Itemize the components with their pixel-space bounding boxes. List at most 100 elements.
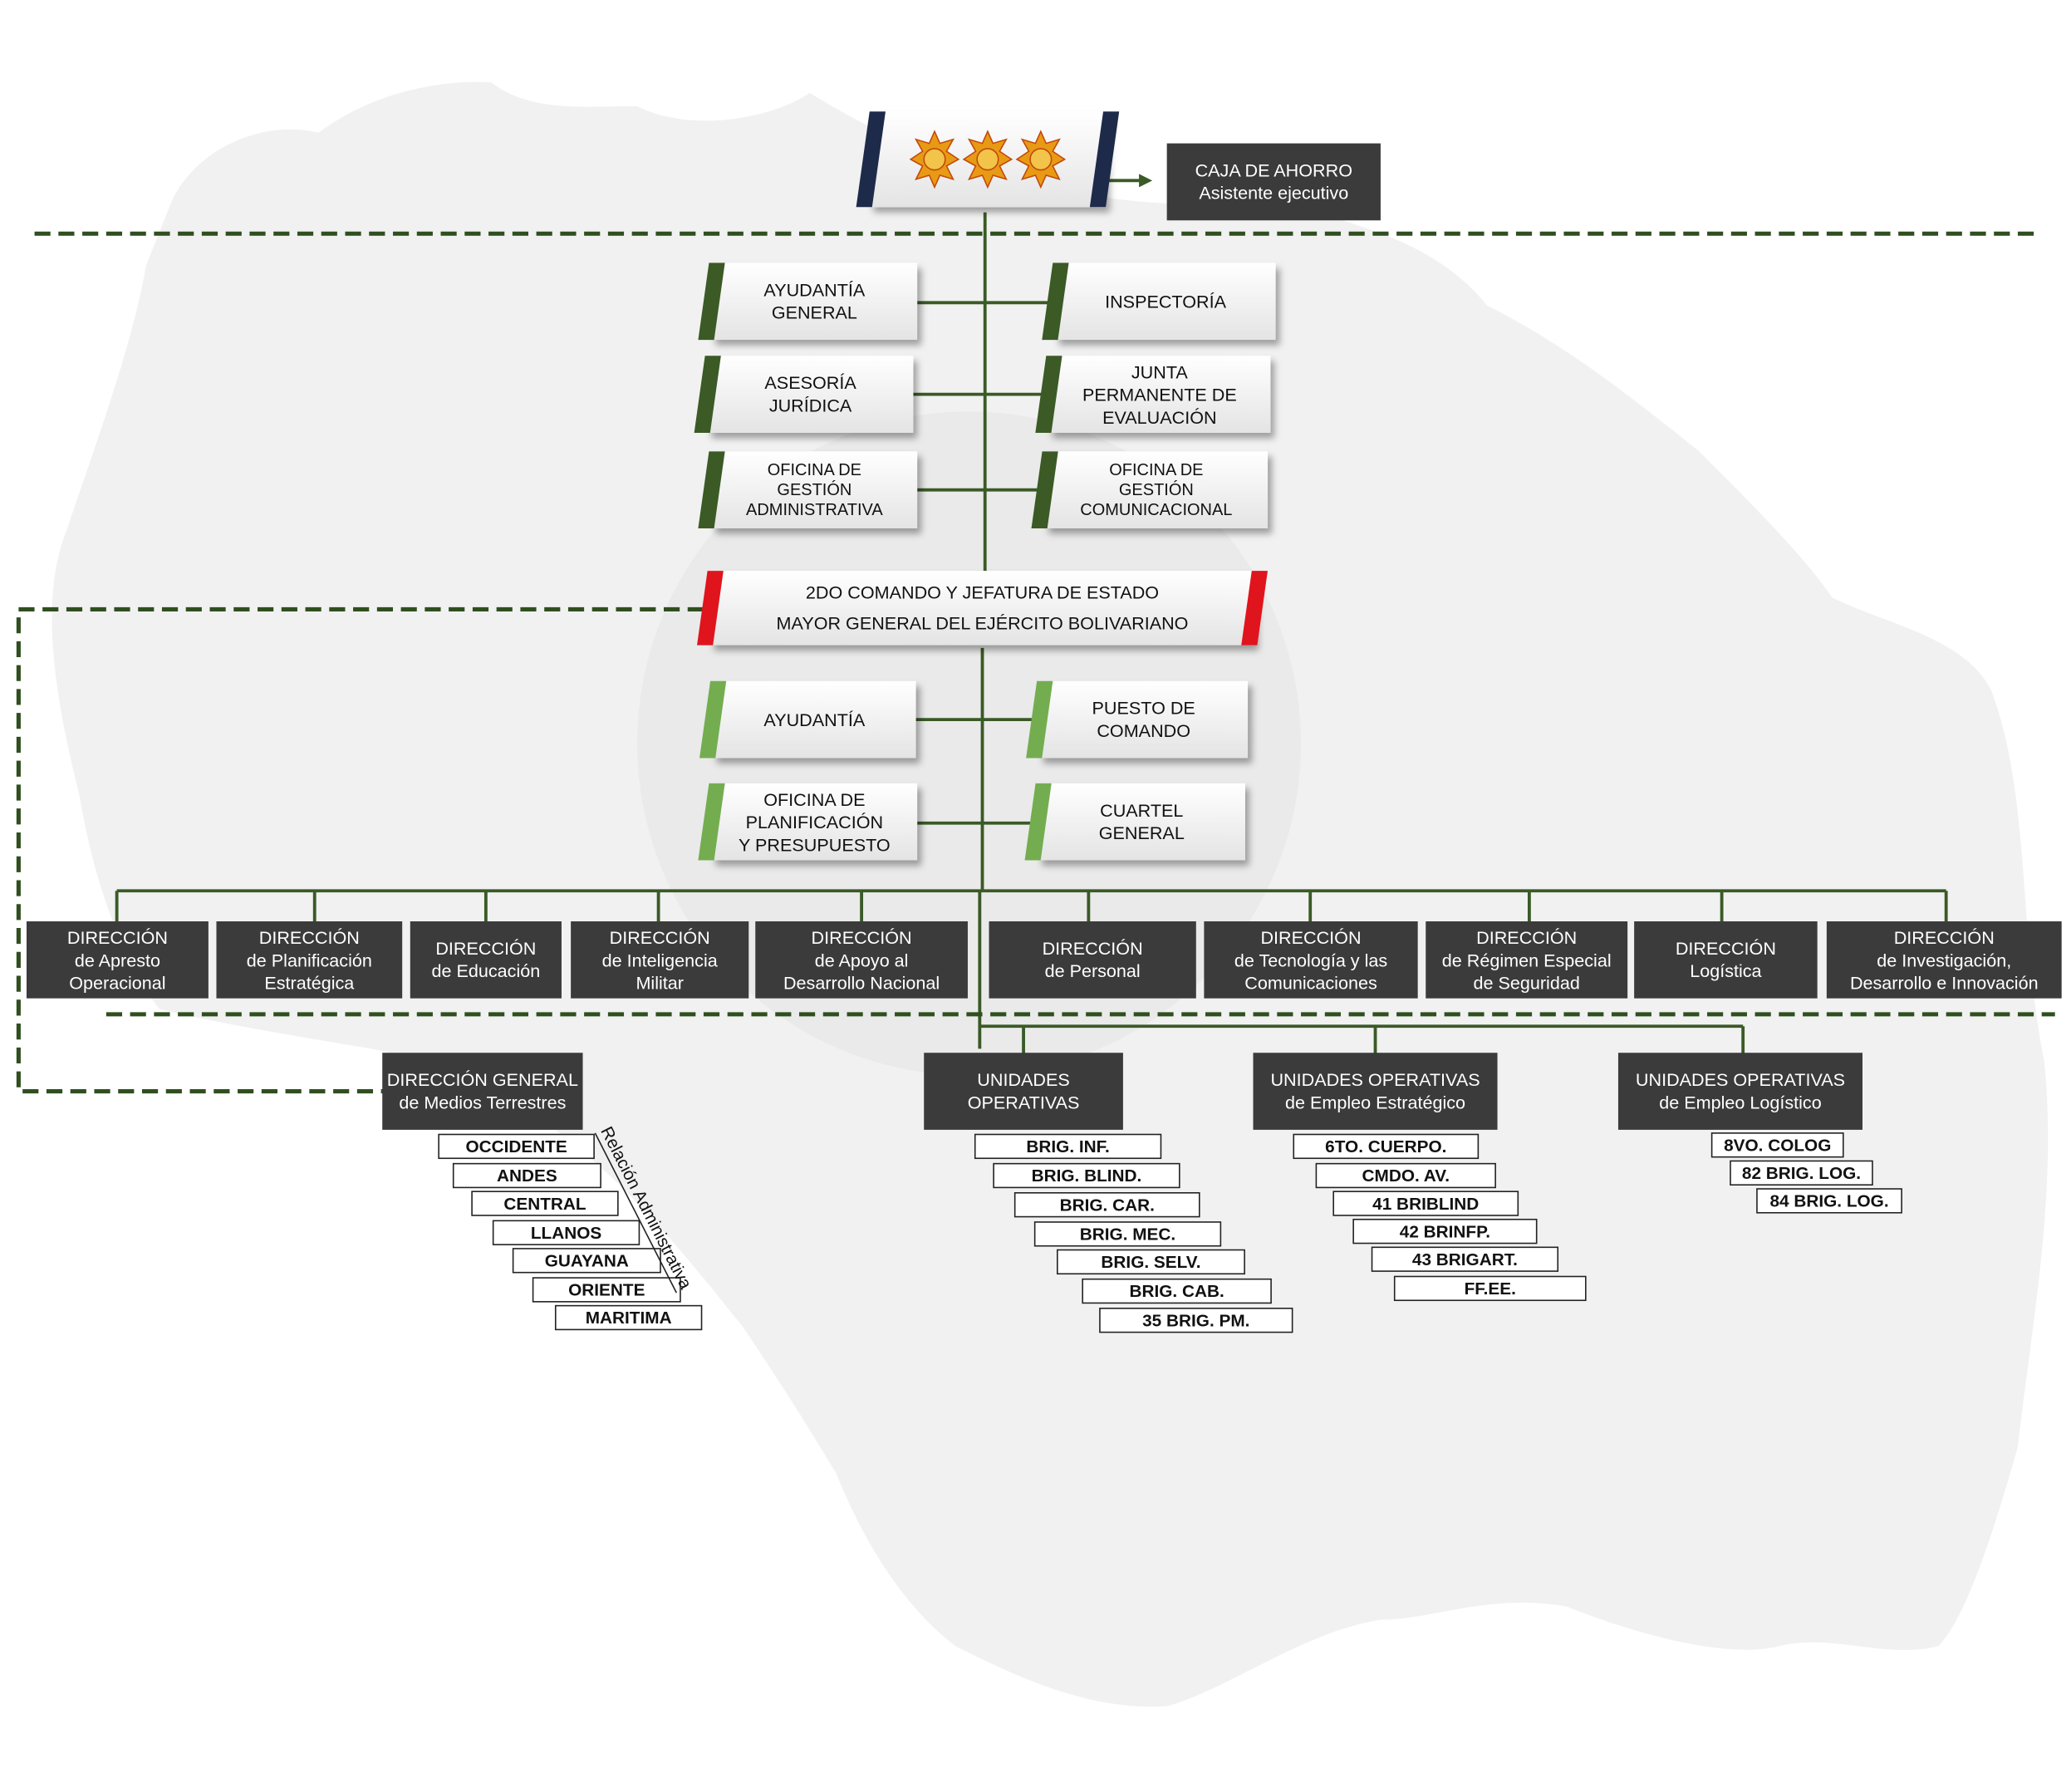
box-line: DIRECCIÓN	[1042, 938, 1143, 959]
box-line: de Apresto	[74, 950, 160, 970]
box-line: DIRECCIÓN GENERAL	[386, 1069, 578, 1090]
box-line: MAYOR GENERAL DEL EJÉRCITO BOLIVARIANO	[776, 613, 1189, 634]
box-line: ADMINISTRATIVA	[746, 499, 883, 519]
box-line: UNIDADES OPERATIVAS	[1270, 1069, 1480, 1090]
box-line: de Régimen Especial	[1441, 950, 1612, 970]
box-line: de Educación	[431, 960, 541, 981]
oficina-administrativa-box: OFICINA DE GESTIÓN ADMINISTRATIVA	[698, 451, 918, 529]
box-line: AYUDANTÍA	[763, 709, 866, 730]
box-line: DIRECCIÓN	[66, 927, 168, 948]
box-line: COMUNICACIONAL	[1080, 499, 1233, 519]
unidades-empleo-estrategico: UNIDADES OPERATIVAS de Empleo Estratégic…	[1253, 1053, 1498, 1130]
direccion-logistica: DIRECCIÓN Logística	[1634, 921, 1818, 999]
list-item: OCCIDENTE	[438, 1133, 595, 1160]
unidades-operativas: UNIDADES OPERATIVAS	[924, 1053, 1123, 1130]
inspectoria-box: INSPECTORÍA	[1042, 263, 1276, 341]
list-item: MARITIMA	[554, 1304, 703, 1331]
box-line: de Empleo Estratégico	[1284, 1092, 1466, 1113]
caja-ahorro-box: CAJA DE AHORRO Asistente ejecutivo	[1166, 143, 1381, 221]
direccion-tecnologia-comunicaciones: DIRECCIÓN de Tecnología y las Comunicaci…	[1204, 921, 1418, 999]
box-line: Estratégica	[264, 972, 355, 993]
box-line: PLANIFICACIÓN	[745, 812, 884, 832]
box-line: de Inteligencia	[601, 950, 718, 970]
box-line: COMANDO	[1097, 720, 1191, 741]
box-line: GESTIÓN	[777, 479, 852, 499]
box-line: DIRECCIÓN	[1260, 927, 1362, 948]
commander-card	[856, 111, 1120, 208]
junta-evaluacion-box: JUNTA PERMANENTE DE EVALUACIÓN	[1035, 356, 1271, 433]
box-line: 2DO COMANDO Y JEFATURA DE ESTADO	[805, 582, 1160, 603]
box-line: de Tecnología y las	[1234, 950, 1388, 970]
box-line: PERMANENTE DE	[1082, 384, 1237, 405]
puesto-comando-box: PUESTO DE COMANDO	[1026, 680, 1249, 759]
box-line: JUNTA	[1131, 361, 1188, 382]
box-line: Logística	[1690, 960, 1762, 981]
list-item: 84 BRIG. LOG.	[1756, 1188, 1902, 1214]
box-line: de Investigación,	[1877, 950, 2012, 970]
list-item: ANDES	[452, 1162, 601, 1189]
box-line: DIRECCIÓN	[609, 927, 710, 948]
box-line: UNIDADES	[977, 1069, 1070, 1090]
caja-line-2: Asistente ejecutivo	[1199, 183, 1349, 204]
box-line: PUESTO DE	[1092, 698, 1195, 719]
direccion-apoyo-desarrollo-nacional: DIRECCIÓN de Apoyo al Desarrollo Naciona…	[755, 921, 968, 999]
box-line: AYUDANTÍA	[763, 280, 866, 301]
box-line: EVALUACIÓN	[1102, 406, 1217, 427]
box-line: OPERATIVAS	[967, 1092, 1080, 1113]
cuartel-general-box: CUARTEL GENERAL	[1024, 783, 1245, 861]
box-line: ASESORÍA	[764, 373, 856, 394]
direccion-personal: DIRECCIÓN de Personal	[989, 921, 1196, 999]
list-item: 82 BRIG. LOG.	[1730, 1160, 1873, 1186]
oficina-comunicacional-box: OFICINA DE GESTIÓN COMUNICACIONAL	[1031, 451, 1269, 529]
box-line: Y PRESUPUESTO	[739, 834, 891, 855]
box-line: Desarrollo Nacional	[783, 972, 940, 993]
general-stars-icon	[909, 130, 1067, 189]
box-line: DIRECCIÓN	[1675, 938, 1776, 959]
direccion-regimen-especial-seguridad: DIRECCIÓN de Régimen Especial de Segurid…	[1426, 921, 1628, 999]
box-line: INSPECTORÍA	[1105, 291, 1226, 312]
list-item: BRIG. BLIND.	[993, 1162, 1180, 1189]
list-item: BRIG. CAB.	[1082, 1278, 1272, 1304]
list-item: BRIG. SELV.	[1057, 1249, 1245, 1275]
box-line: de Medios Terrestres	[399, 1092, 567, 1113]
box-line: OFICINA DE	[1109, 459, 1204, 479]
direccion-investigacion-desarrollo-innovacion: DIRECCIÓN de Investigación, Desarrollo e…	[1826, 921, 2062, 999]
list-item: BRIG. INF.	[974, 1133, 1162, 1160]
box-line: DIRECCIÓN	[811, 927, 912, 948]
direccion-planificacion-estrategica: DIRECCIÓN de Planificación Estratégica	[216, 921, 403, 999]
direccion-educacion: DIRECCIÓN de Educación	[410, 921, 562, 999]
caja-line-1: CAJA DE AHORRO	[1195, 160, 1352, 181]
box-line: DIRECCIÓN	[1893, 927, 1995, 948]
direccion-apresto-operacional: DIRECCIÓN de Apresto Operacional	[26, 921, 209, 999]
box-line: Militar	[636, 972, 684, 993]
unidades-empleo-logistico: UNIDADES OPERATIVAS de Empleo Logístico	[1617, 1053, 1862, 1130]
box-line: de Empleo Logístico	[1659, 1092, 1822, 1113]
second-command-box: 2DO COMANDO Y JEFATURA DE ESTADO MAYOR G…	[697, 571, 1268, 646]
ayudantia-box: AYUDANTÍA	[699, 680, 916, 759]
box-line: GESTIÓN	[1118, 479, 1194, 499]
box-line: Desarrollo e Innovación	[1849, 972, 2039, 993]
list-item: CENTRAL	[471, 1191, 619, 1216]
box-line: de Planificación	[246, 950, 372, 970]
list-item: 42 BRINFP.	[1352, 1218, 1538, 1245]
list-item: ORIENTE	[532, 1277, 681, 1303]
box-line: GENERAL	[1098, 822, 1185, 843]
list-item: 6TO. CUERPO.	[1293, 1133, 1480, 1160]
asesoria-juridica-box: ASESORÍA JURÍDICA	[694, 356, 914, 433]
box-line: de Seguridad	[1473, 972, 1580, 993]
list-item: BRIG. MEC.	[1033, 1221, 1222, 1247]
list-item: FF.EE.	[1393, 1275, 1587, 1302]
list-item: 43 BRIGART.	[1371, 1246, 1559, 1272]
list-item: LLANOS	[492, 1220, 640, 1245]
direccion-inteligencia-militar: DIRECCIÓN de Inteligencia Militar	[571, 921, 749, 999]
list-item: CMDO. AV.	[1315, 1162, 1496, 1189]
ayudantia-general-box: AYUDANTÍA GENERAL	[698, 263, 918, 341]
box-line: UNIDADES OPERATIVAS	[1635, 1069, 1846, 1090]
box-line: DIRECCIÓN	[435, 938, 537, 959]
box-line: GENERAL	[771, 302, 857, 323]
planificacion-presupuesto-box: OFICINA DE PLANIFICACIÓN Y PRESUPUESTO	[698, 783, 918, 861]
box-line: de Apoyo al	[814, 950, 909, 970]
box-line: CUARTEL	[1100, 800, 1184, 821]
